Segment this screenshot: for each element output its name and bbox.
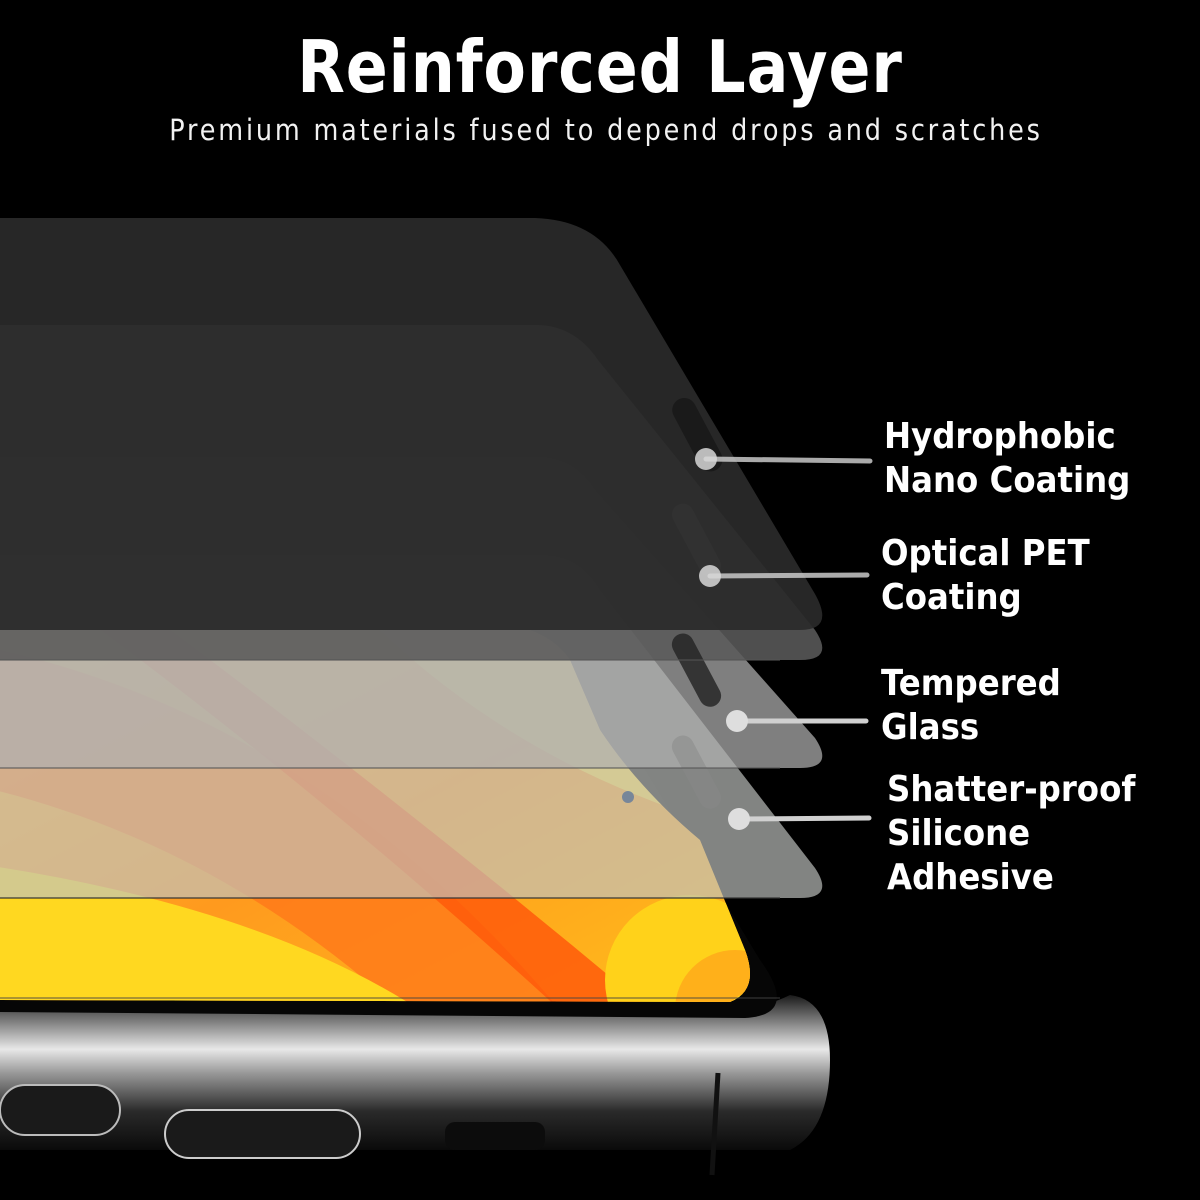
callout-dot-icon [699, 565, 721, 587]
page-title: Reinforced Layer [297, 25, 903, 109]
callout-tempered-glass [726, 710, 869, 732]
volume-button-icon [164, 1109, 361, 1159]
label-line: Glass [881, 707, 980, 748]
label-tempered-glass: Tempered Glass [881, 662, 1061, 750]
label-line: Shatter-proof [887, 769, 1136, 810]
camera-icon [622, 791, 634, 803]
label-line: Hydrophobic [884, 416, 1116, 457]
callout-hydrophobic [695, 448, 873, 470]
label-line: Nano Coating [884, 460, 1131, 501]
callout-optical-pet [699, 565, 870, 587]
callout-dot-icon [726, 710, 748, 732]
label-optical-pet-coating: Optical PET Coating [881, 532, 1090, 620]
label-line: Coating [881, 577, 1022, 618]
label-line: Tempered [881, 663, 1061, 704]
label-line: Silicone [887, 813, 1031, 854]
port-icon [445, 1122, 545, 1150]
layer-hydrophobic [0, 218, 823, 630]
label-line: Optical PET [881, 533, 1090, 574]
callout-dot-icon [728, 808, 750, 830]
callout-silicone-adhesive [728, 808, 872, 830]
page-subtitle: Premium materials fused to depend drops … [169, 113, 1043, 147]
callout-dot-icon [695, 448, 717, 470]
label-hydrophobic-nano-coating: Hydrophobic Nano Coating [884, 415, 1130, 503]
label-shatterproof-silicone-adhesive: Shatter-proof Silicone Adhesive [887, 768, 1135, 900]
label-line: Adhesive [887, 857, 1054, 898]
